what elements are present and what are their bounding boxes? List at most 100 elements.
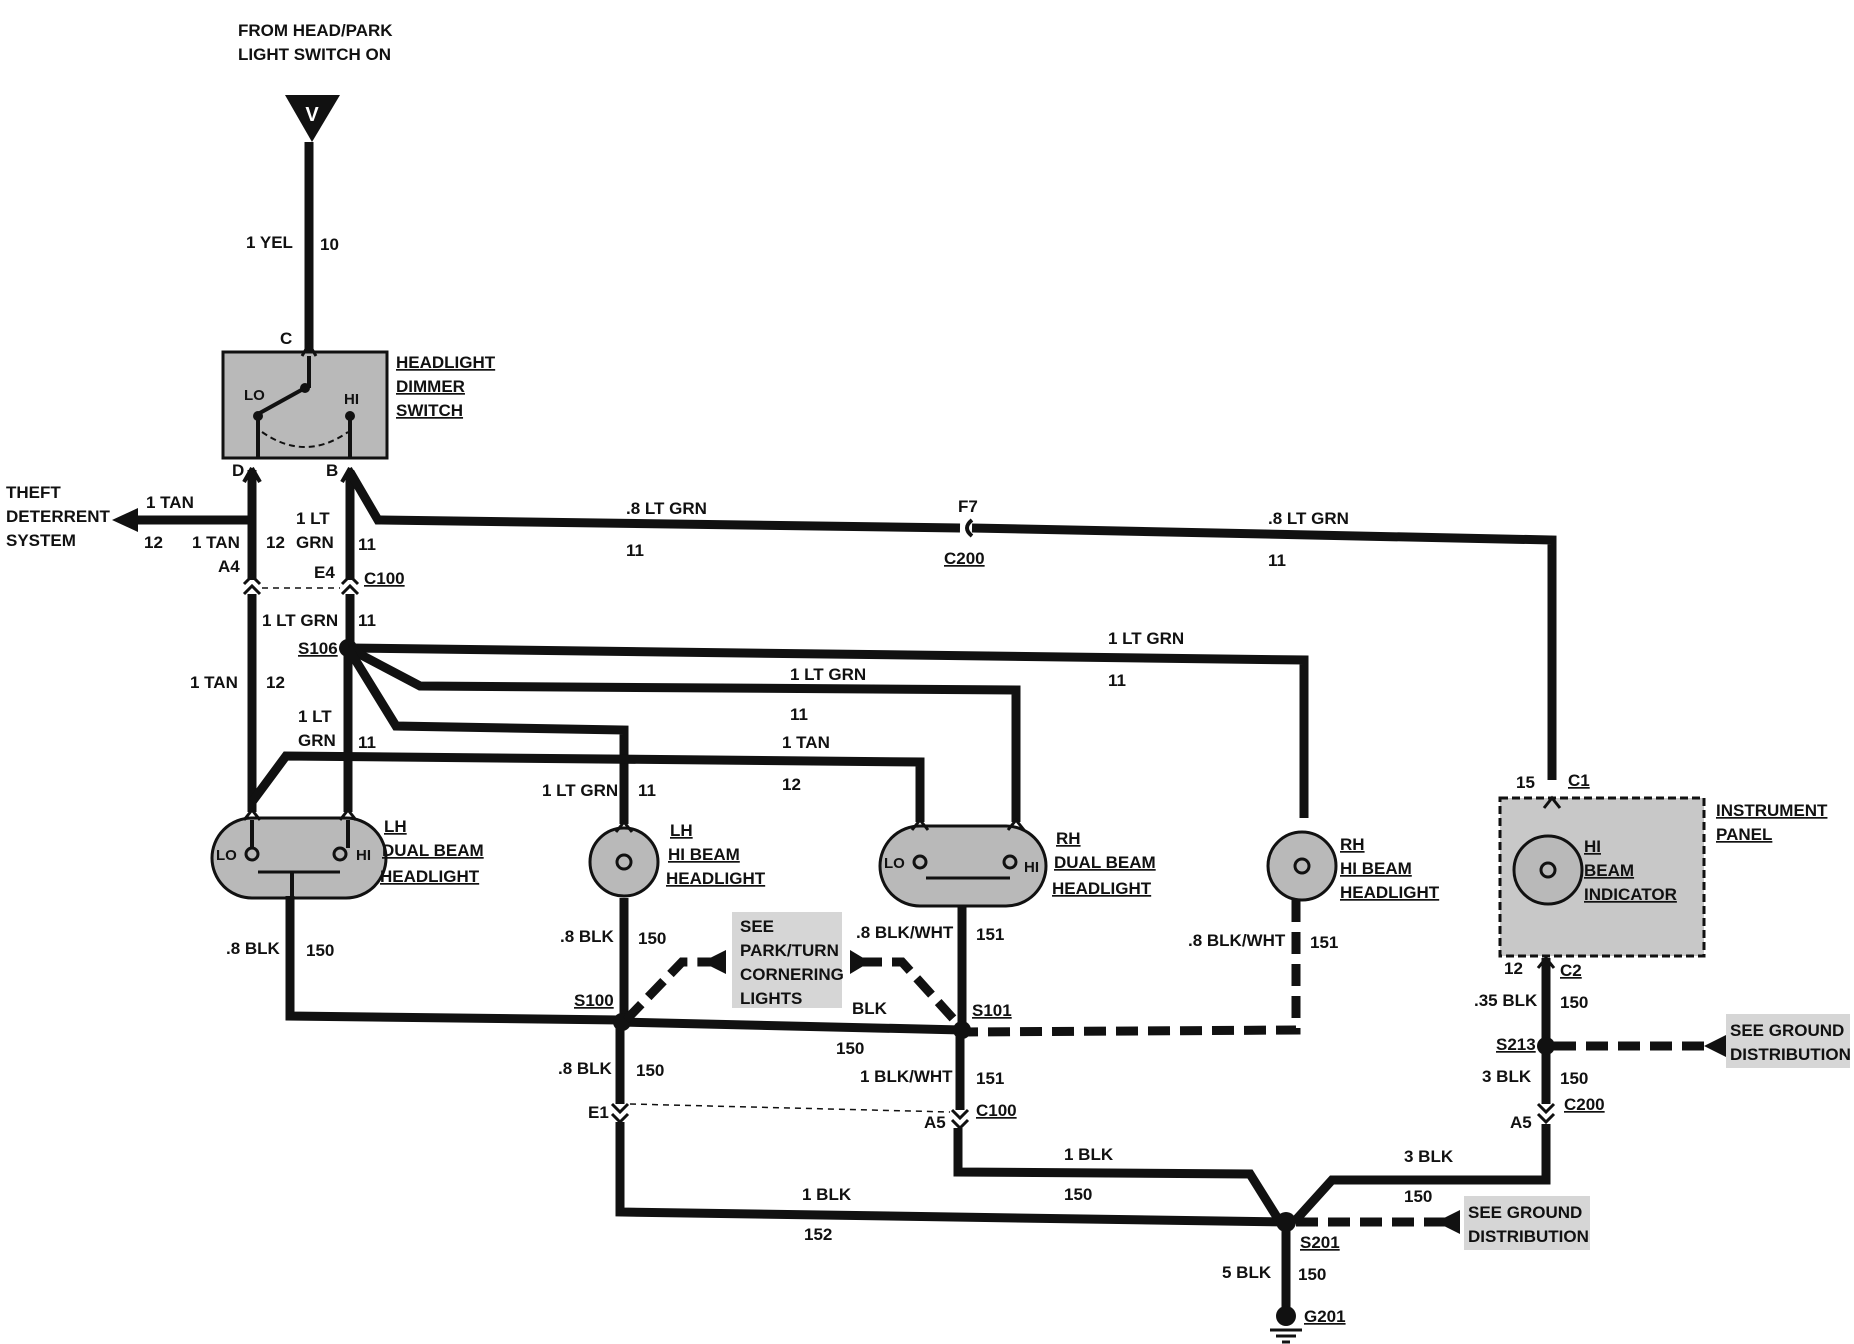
wire-ltgrn-b-2: GRN (296, 533, 334, 552)
wire-tan-top-circuit: 12 (144, 533, 163, 552)
gnd1-label-1: SEE GROUND (1730, 1021, 1844, 1040)
wire-ltgrn-f7-right-color: .8 LT GRN (1268, 509, 1349, 528)
conn-e4: E4 (314, 563, 335, 582)
rh-dual-pins-icon (910, 817, 1026, 831)
ip-pin-top-icon (1542, 795, 1562, 809)
wire-ltgrn-right-color: 1 LT GRN (1108, 629, 1184, 648)
ip-pin-15: 15 (1516, 773, 1535, 792)
wire-ltgrn-center-circuit: 11 (790, 705, 808, 724)
park-arrow-left-icon (702, 950, 726, 974)
rh-hi-label-3: HEADLIGHT (1340, 883, 1440, 902)
wire-blk-s100-s101 (619, 1017, 963, 1035)
wire-blk-e1-s201-circuit: 152 (804, 1225, 832, 1244)
dimmer-hi-label: HI (344, 391, 359, 408)
splice-s201-label: S201 (1300, 1233, 1340, 1252)
splice-s106-label: S106 (298, 639, 338, 658)
wire-blk-ip-s201 (1290, 1124, 1551, 1226)
wire-ltgrn-s106-color: 1 LT GRN (262, 611, 338, 630)
wire-blk-park-right (860, 957, 962, 1028)
conn-a4: A4 (218, 557, 240, 576)
rh-dual-lo: LO (884, 855, 905, 872)
wire-blkwht-rhdual-circuit: 151 (976, 925, 1004, 944)
lh-hi-pin-icon (614, 819, 634, 833)
rh-hi-filament-icon (1293, 857, 1311, 875)
wire-blk-ip-s201-circuit: 150 (1404, 1187, 1432, 1206)
ip-indicator-1: HI (1584, 837, 1601, 856)
conn-c1: C1 (1568, 771, 1590, 790)
wire-10-circuit: 10 (320, 235, 339, 254)
rh-dual-label-3: HEADLIGHT (1052, 879, 1152, 898)
wire-tan-a4-color: 1 TAN (192, 533, 240, 552)
rh-dual-lo-filament-icon (912, 854, 928, 870)
wire-ltgrn-f7-left-circuit: 11 (626, 541, 644, 560)
rh-dual-beam-headlight (878, 824, 1048, 908)
conn-c100-bot: C100 (976, 1101, 1017, 1120)
conn-a5-right-icon (1536, 1102, 1556, 1125)
wire-blk-lhhi-circuit: 150 (638, 929, 666, 948)
rh-dual-label-2: DUAL BEAM (1054, 853, 1156, 872)
conn-a4-icon (242, 573, 262, 596)
conn-c100-bot-dash (629, 1103, 951, 1113)
headlight-dimmer-switch (221, 350, 389, 460)
theft-label-3: SYSTEM (6, 531, 76, 550)
splice-s213 (1537, 1037, 1555, 1055)
theft-label-1: THEFT (6, 483, 61, 502)
lh-dual-pins-icon (242, 807, 358, 821)
wire-blk-park-left (622, 957, 712, 1024)
wire-ltgrn-f7-left-color: .8 LT GRN (626, 499, 707, 518)
splice-s213-label: S213 (1496, 1035, 1536, 1054)
wire-ltgrn-f7-right-circuit: 11 (1268, 551, 1286, 570)
lh-hi-label-2: HI BEAM (668, 845, 740, 864)
park-turn-box (732, 912, 842, 1008)
lh-hi-label-1: LH (670, 821, 693, 840)
conn-e1: E1 (588, 1103, 609, 1122)
conn-f7-icon (965, 518, 974, 538)
wire-blk-a5-s201-circuit: 150 (1064, 1185, 1092, 1204)
lh-dual-hi: HI (356, 847, 371, 864)
theft-label-2: DETERRENT (6, 507, 111, 526)
ground-g201-dot (1276, 1306, 1296, 1326)
ip-pin-12: 12 (1504, 959, 1523, 978)
wire-tan-center-circuit: 12 (782, 775, 801, 794)
gnd2-arrow-icon (1436, 1210, 1460, 1234)
wire-blk-lhdual-color: .8 BLK (226, 939, 281, 958)
wire-blk-g201-circuit: 150 (1298, 1265, 1326, 1284)
wire-blk-e1-s201-color: 1 BLK (802, 1185, 852, 1204)
wire-ltgrn-f7-left (346, 469, 961, 533)
dimmer-blade (257, 386, 306, 416)
wire-blk-lhhi-color: .8 BLK (560, 927, 615, 946)
conn-c200-bot: C200 (1564, 1095, 1605, 1114)
wire-ltgrn-mid-2: GRN (298, 731, 336, 750)
ip-indicator-3: INDICATOR (1584, 885, 1677, 904)
conn-a5-mid-icon (950, 1108, 970, 1131)
wire-ltgrn-mid-1: 1 LT (298, 707, 332, 726)
wire-tan-mid-color: 1 TAN (190, 673, 238, 692)
park-label-4: LIGHTS (740, 989, 802, 1008)
wire-ltgrn-b-1: 1 LT (296, 509, 330, 528)
ground-icon (1270, 1328, 1302, 1344)
ip-pin-bot-icon (1536, 955, 1556, 969)
hi-beam-indicator (1512, 834, 1584, 906)
wire-ltgrn-lhhi-circuit: 11 (638, 781, 656, 800)
lh-hi-filament-icon (615, 853, 633, 871)
source-connector-icon (285, 95, 340, 142)
wire-blkwht-a5-color: 1 BLK/WHT (860, 1067, 953, 1086)
rh-dual-hi-filament-icon (1002, 854, 1018, 870)
dimmer-pin-c-icon (300, 343, 318, 357)
lh-dual-label-2: DUAL BEAM (382, 841, 484, 860)
lh-dual-beam-headlight (210, 816, 388, 900)
wire-blkwht-a5-circuit: 151 (976, 1069, 1004, 1088)
lh-dual-label-1: LH (384, 817, 407, 836)
dimmer-label-2: DIMMER (396, 377, 465, 396)
wire-blk-e1-color: .8 BLK (558, 1059, 613, 1078)
rh-dual-hi: HI (1024, 859, 1039, 876)
gnd1-arrow-icon (1704, 1034, 1728, 1058)
park-label-2: PARK/TURN (740, 941, 839, 960)
wire-blk-e1-circuit: 150 (636, 1061, 664, 1080)
wire-blk-s100-s101-circuit: 150 (836, 1039, 864, 1058)
conn-e1-icon (610, 1102, 630, 1125)
rh-dual-label-1: RH (1056, 829, 1081, 848)
dimmer-alt-path (261, 431, 349, 448)
conn-c200-top: C200 (944, 549, 985, 568)
